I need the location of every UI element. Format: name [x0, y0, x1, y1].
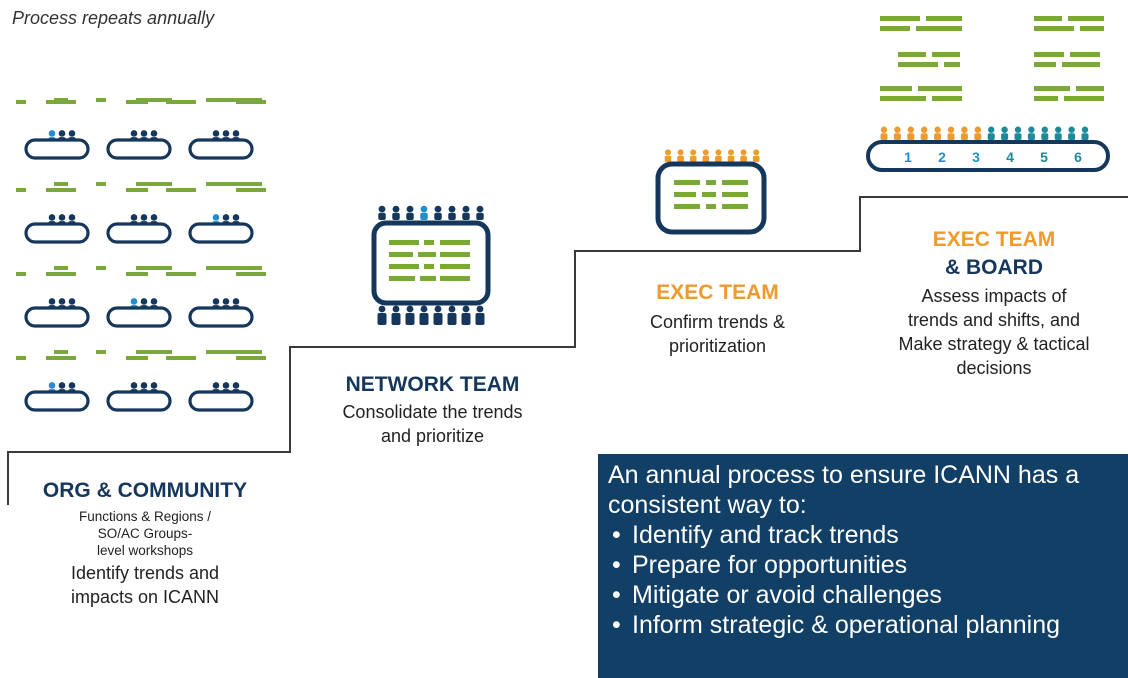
workshop-table-icon [188, 382, 254, 412]
workshop-table-icon [106, 214, 172, 244]
exec-board-icon: 1 2 3 4 5 6 [866, 16, 1110, 172]
step-title: EXEC TEAM [656, 281, 779, 304]
seat-number: 2 [938, 149, 946, 165]
info-bullets: Identify and track trends Prepare for op… [608, 520, 1128, 640]
workshop-table-icon [106, 130, 172, 160]
workshop-table-icon [24, 382, 90, 412]
process-note: Process repeats annually [12, 8, 215, 28]
workshop-table-icon [188, 298, 254, 328]
seat-number: 5 [1040, 149, 1048, 165]
workshop-table-icon [24, 298, 90, 328]
seat-number: 4 [1006, 149, 1014, 165]
step-exec-team: EXEC TEAM Confirm trends &prioritization [575, 280, 860, 358]
exec-team-icon [655, 149, 767, 235]
seat-number: 3 [972, 149, 980, 165]
workshop-table-icon [24, 214, 90, 244]
workshop-table-icon [106, 298, 172, 328]
info-bullet: Mitigate or avoid challenges [608, 580, 1128, 610]
step-title: NETWORK TEAM [345, 373, 520, 396]
workshop-groups-icon [16, 98, 266, 412]
seat-number: 1 [904, 149, 912, 165]
step-title: EXEC TEAM& BOARD [932, 228, 1056, 279]
step-org-community: ORG & COMMUNITY Functions & Regions /SO/… [0, 478, 290, 609]
step-title: ORG & COMMUNITY [42, 479, 248, 502]
info-bullet: Prepare for opportunities [608, 550, 1128, 580]
step-desc: Confirm trends &prioritization [649, 312, 786, 356]
network-team-icon [371, 205, 491, 325]
info-bullet: Identify and track trends [608, 520, 1128, 550]
workshop-table-icon [106, 382, 172, 412]
info-bullet: Inform strategic & operational planning [608, 610, 1128, 640]
step-subtitle: Functions & Regions /SO/AC Groups-level … [78, 509, 212, 558]
workshop-table-icon [188, 214, 254, 244]
workshop-table-icon [188, 130, 254, 160]
workshop-table-icon [24, 130, 90, 160]
seat-number: 6 [1074, 149, 1082, 165]
